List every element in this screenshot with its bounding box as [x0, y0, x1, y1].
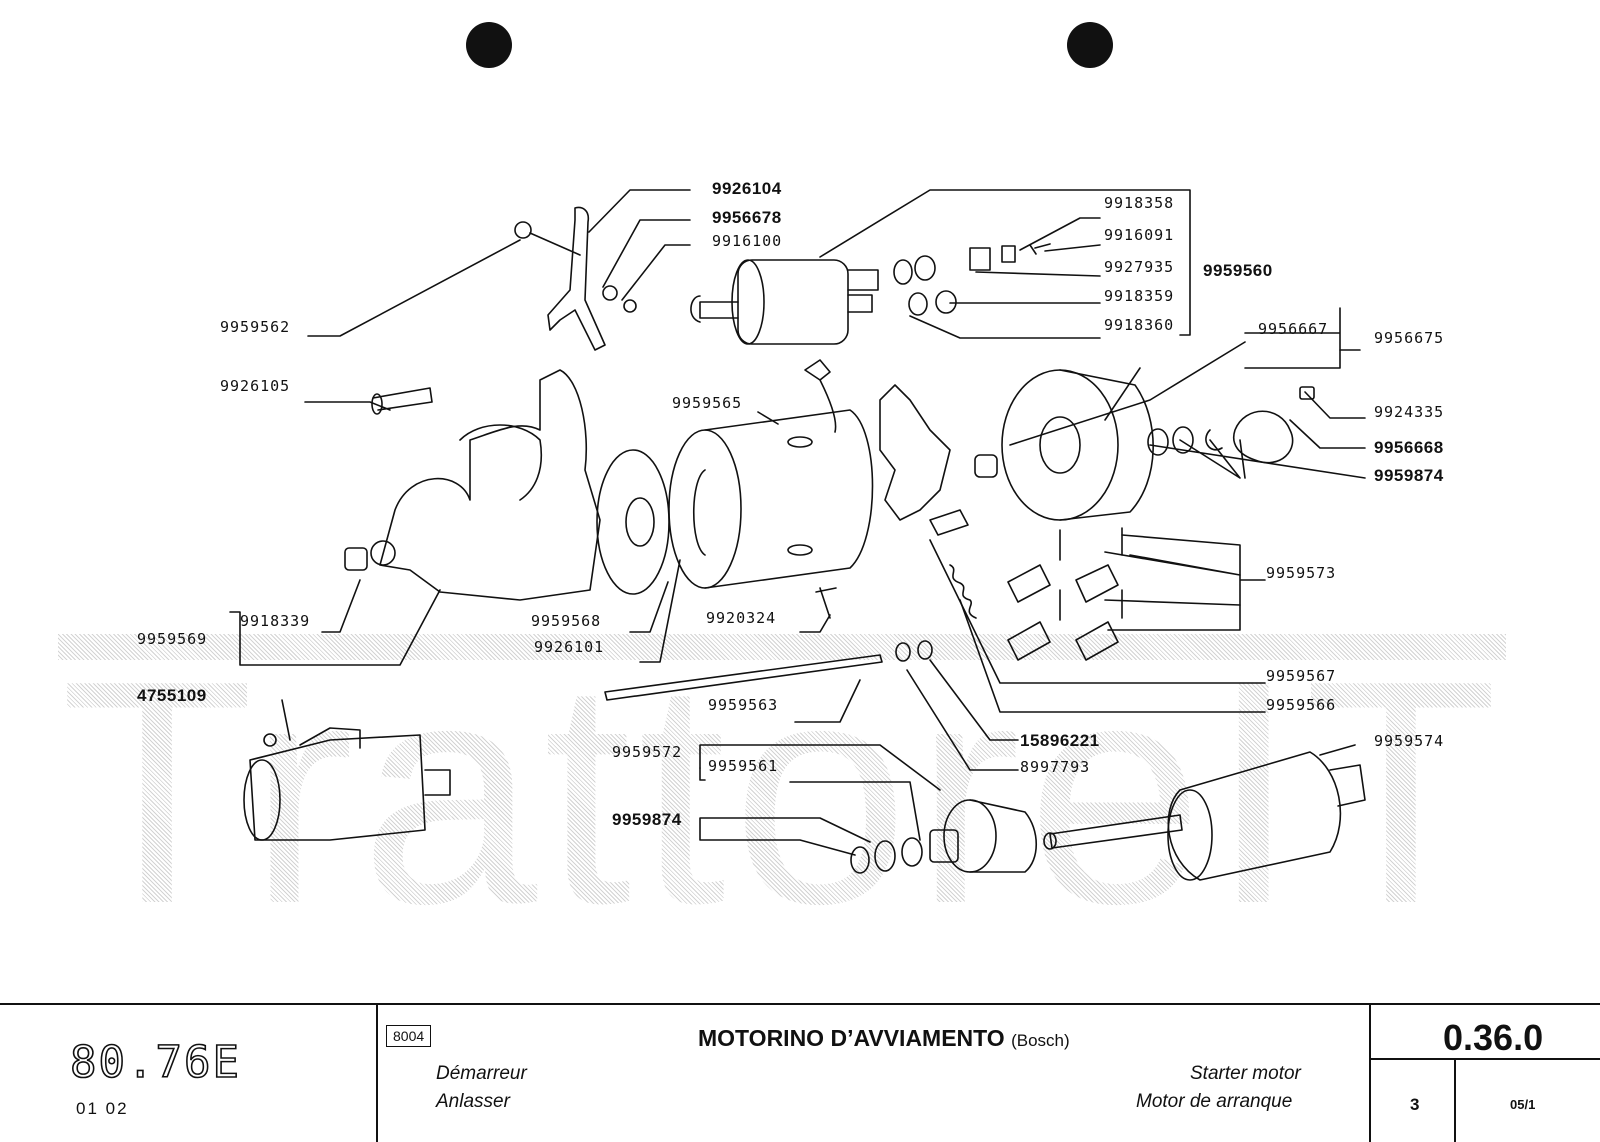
page-number: 0.36.0: [1443, 1017, 1544, 1058]
label-15896221: 15896221: [1020, 731, 1100, 750]
label-9959566: 9959566: [1266, 696, 1337, 714]
label-9926101: 9926101: [534, 638, 605, 656]
label-9918358: 9918358: [1104, 194, 1175, 212]
leader-9926104: [588, 189, 691, 233]
model-number: 80.76E: [69, 1036, 241, 1089]
label-9956668: 9956668: [1374, 438, 1444, 457]
sheet-number: 3: [1410, 1095, 1420, 1114]
revision: 05/1: [1510, 1097, 1536, 1112]
title-french: Démarreur: [436, 1063, 527, 1084]
label-9956678: 9956678: [712, 208, 782, 227]
label-9956667: 9956667: [1258, 320, 1329, 338]
watermark: TrattoreIT: [60, 615, 1505, 970]
label-9927935: 9927935: [1104, 258, 1175, 276]
label-9959568: 9959568: [531, 612, 602, 630]
label-9959560: 9959560: [1203, 261, 1273, 280]
leader-9956678: [602, 219, 691, 288]
title-spanish: Motor de arranque: [1136, 1091, 1293, 1112]
label-9926104: 9926104: [712, 179, 782, 198]
label-9916091: 9916091: [1104, 226, 1175, 244]
watermark-band: [58, 634, 1506, 660]
label-9916100: 9916100: [712, 232, 783, 250]
title-suffix: (Bosch): [1011, 1031, 1070, 1050]
model-codes: 01 02: [76, 1099, 129, 1118]
label-9959563: 9959563: [708, 696, 779, 714]
label-9918359: 9918359: [1104, 287, 1175, 305]
title-block: 80.76E 01 02 8004 MOTORINO D’AVVIAMENTO …: [0, 1003, 1600, 1142]
page-title: MOTORINO D’AVVIAMENTO (Bosch): [698, 1025, 1070, 1051]
label-9959565: 9959565: [672, 394, 743, 412]
label-9959562: 9959562: [220, 318, 291, 336]
label-9959572: 9959572: [612, 743, 683, 761]
label-9959561: 9959561: [708, 757, 779, 775]
label-4755109: 4755109: [137, 686, 207, 705]
label-8997793: 8997793: [1020, 758, 1091, 776]
binder-hole-left: [466, 22, 512, 68]
label-9924335: 9924335: [1374, 403, 1445, 421]
label-9959567: 9959567: [1266, 667, 1337, 685]
label-9959874-top: 9959874: [1374, 466, 1444, 485]
title-english: Starter motor: [1190, 1063, 1301, 1084]
binder-hole-right: [1067, 22, 1113, 68]
label-9959573: 9959573: [1266, 564, 1337, 582]
exploded-view-drawing: [229, 189, 1366, 881]
label-9956675: 9956675: [1374, 329, 1445, 347]
label-9918339: 9918339: [240, 612, 311, 630]
reference-code: 8004: [386, 1025, 432, 1047]
label-9918360: 9918360: [1104, 316, 1175, 334]
title-german: Anlasser: [436, 1091, 510, 1112]
label-9959569: 9959569: [137, 630, 208, 648]
label-9959874-bottom: 9959874: [612, 810, 682, 829]
label-9920324: 9920324: [706, 609, 777, 627]
label-9959574: 9959574: [1374, 732, 1445, 750]
label-9926105: 9926105: [220, 377, 291, 395]
